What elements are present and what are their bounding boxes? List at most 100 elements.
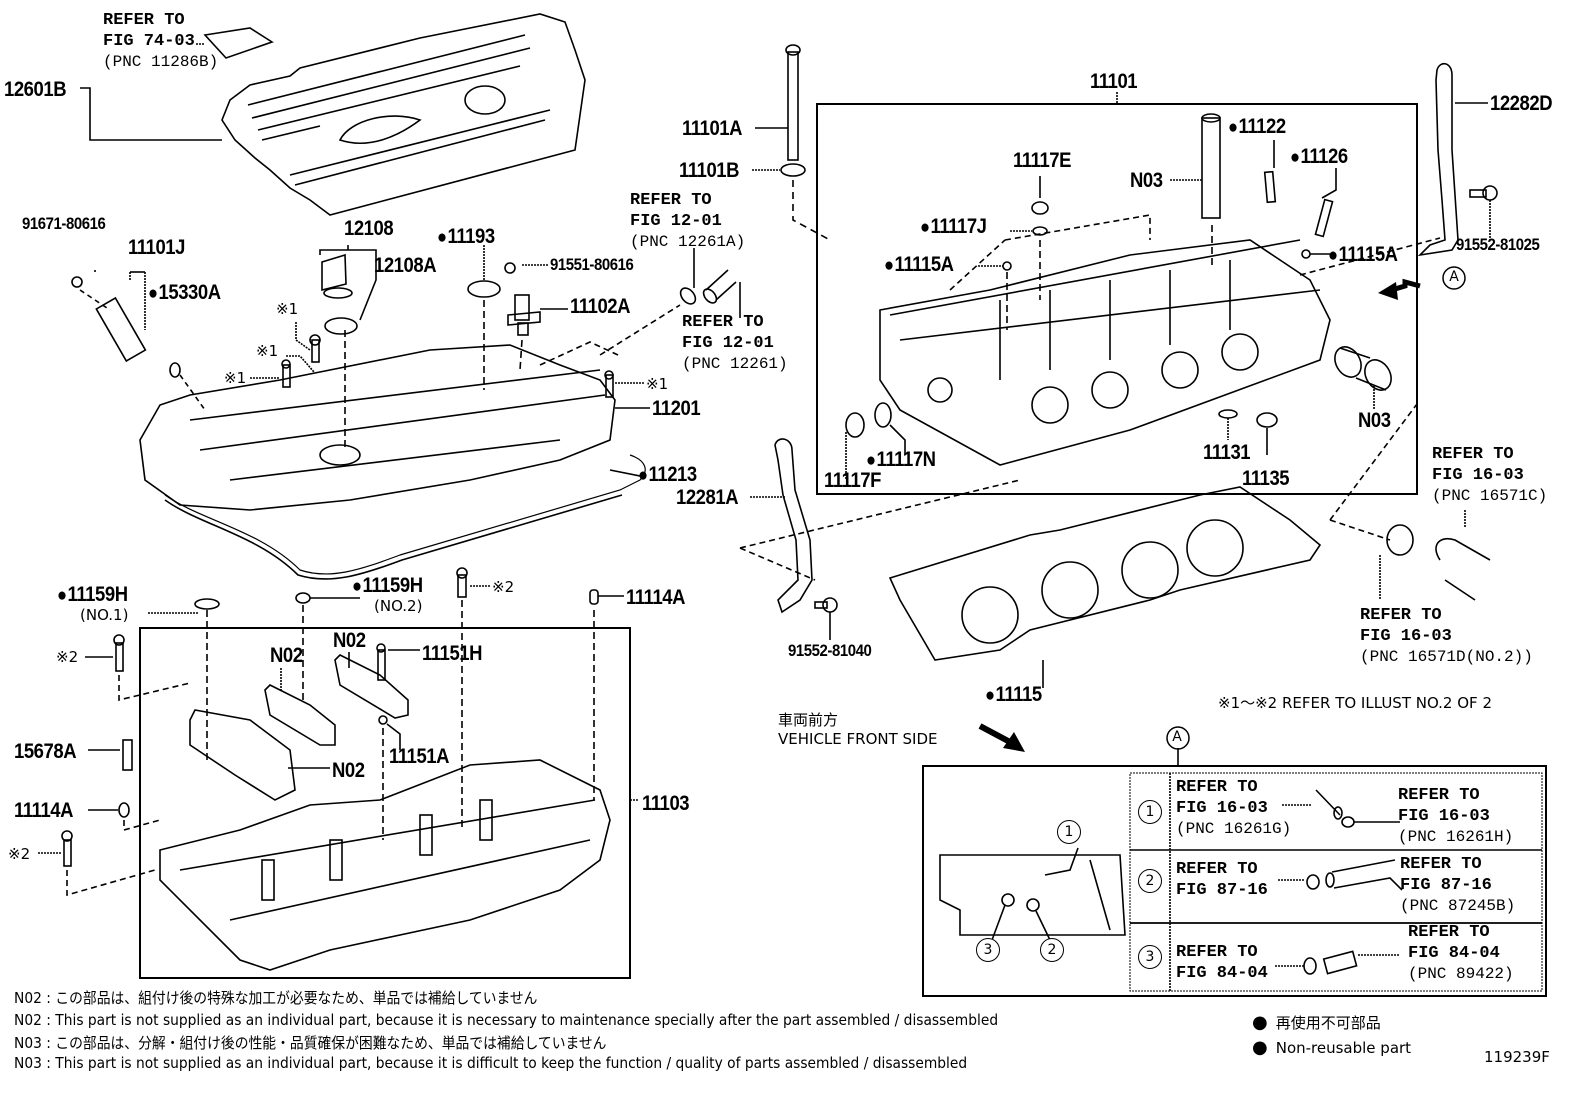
part-label-11201[interactable]: 11201: [652, 397, 701, 420]
valve-cover-drawing: [139, 344, 646, 580]
part-label-91671-80616[interactable]: 91671-80616: [22, 214, 106, 233]
part-label-11101[interactable]: 11101: [1090, 70, 1138, 93]
ref-line2: FIG 87-16: [1176, 881, 1268, 900]
part-label-11159H-no2[interactable]: 11159H: [352, 575, 424, 596]
part-label-11102A[interactable]: 11102A: [570, 295, 631, 318]
part-label-11151H[interactable]: 11151H: [422, 642, 483, 665]
detail-A-row-1-right-ref[interactable]: REFER TO FIG 16-03 (PNC 16261H): [1398, 785, 1513, 848]
part-label-11115A-right[interactable]: 11115A: [1328, 244, 1398, 265]
part-label-N03-sleeve[interactable]: N03: [1358, 409, 1391, 432]
part-label-91551-80616[interactable]: 91551-80616: [550, 255, 634, 274]
part-label-N02-right[interactable]: N02: [333, 629, 366, 652]
part-label-11126[interactable]: 11126: [1290, 146, 1349, 167]
part-label-11115[interactable]: 11115: [985, 684, 1043, 705]
non-reusable-dot-icon: ●: [1252, 1012, 1268, 1033]
part-label-11117N[interactable]: 11117N: [866, 449, 936, 470]
ref-line2: FIG 16-03: [1360, 627, 1452, 646]
ref-pnc: (PNC 12261A): [630, 233, 746, 251]
bracket-12282D-drawing: [1417, 62, 1498, 257]
legend-text: 再使用不可部品: [1275, 1014, 1381, 1032]
part-label-11101B[interactable]: 11101B: [679, 159, 740, 182]
detail-A-row-3-right-ref[interactable]: REFER TO FIG 84-04 (PNC 89422): [1408, 922, 1514, 985]
detail-A-row-3-left-ref[interactable]: REFER TO FIG 84-04: [1176, 942, 1268, 984]
n02-caps-drawing: [189, 654, 409, 801]
part-label-N02-left[interactable]: N02: [332, 759, 365, 782]
part-label-11117J[interactable]: 11117J: [920, 216, 987, 237]
part-label-11115A-left[interactable]: 11115A: [884, 254, 954, 275]
ref-line2: FIG 12-01: [682, 334, 774, 353]
part-label-N03-tube[interactable]: N03: [1130, 169, 1163, 192]
ref-line1: REFER TO: [1360, 606, 1442, 625]
part-label-91552-81040[interactable]: 91552-81040: [788, 641, 872, 660]
legend-non-reusable-jp: ● 再使用不可部品: [1252, 1012, 1381, 1033]
part-label-11114A-top[interactable]: 11114A: [626, 586, 686, 609]
part-label-91552-81025[interactable]: 91552-81025: [1456, 235, 1540, 254]
note-n03-en: N03 : This part is not supplied as an in…: [14, 1054, 968, 1072]
detail-A-row-2-right-ref[interactable]: REFER TO FIG 87-16 (PNC 87245B): [1400, 854, 1515, 917]
part-label-11117F[interactable]: 11117F: [824, 469, 881, 492]
ref-pnc: (PNC 12261): [682, 355, 788, 373]
part-label-11193[interactable]: 11193: [437, 226, 496, 247]
vehicle-front-jp: 車両前方: [778, 711, 839, 729]
part-sub-no2: (NO.2): [374, 597, 423, 615]
part-label-15330A[interactable]: 15330A: [148, 282, 222, 303]
detail-A-row-2-left-ref[interactable]: REFER TO FIG 87-16: [1176, 859, 1268, 901]
legend-text: Non-reusable part: [1275, 1039, 1412, 1057]
part-label-11135[interactable]: 11135: [1242, 467, 1290, 490]
ref-line1: REFER TO: [1176, 860, 1258, 879]
non-reusable-dot-icon: ●: [1252, 1037, 1268, 1058]
part-label-11131[interactable]: 11131: [1203, 441, 1251, 464]
hose-clamp-fig16: [1386, 524, 1491, 601]
part-label-11159H-no1[interactable]: 11159H: [57, 584, 129, 605]
part-label-11114A-left[interactable]: 11114A: [14, 799, 74, 822]
head-gasket-drawing: [888, 486, 1322, 661]
ref-pnc: (PNC 11286B): [103, 53, 219, 71]
detail-A-row-1-left-ref[interactable]: REFER TO FIG 16-03 (PNC 16261G): [1176, 777, 1291, 840]
part-label-11101J[interactable]: 11101J: [128, 236, 185, 259]
part-label-12282D[interactable]: 12282D: [1490, 92, 1553, 115]
part-label-12108[interactable]: 12108: [344, 217, 394, 240]
ref-fig-16-03-d[interactable]: REFER TO FIG 16-03 (PNC 16571D(NO.2)): [1360, 605, 1533, 668]
ref-line1: REFER TO: [1398, 786, 1480, 805]
mark1-label: ※1: [646, 375, 669, 393]
ref-pnc: (PNC 89422): [1408, 965, 1514, 983]
ref-line1: REFER TO: [682, 313, 764, 332]
ref-line1: REFER TO: [1432, 445, 1514, 464]
ref-line1: REFER TO: [630, 191, 712, 210]
ref-fig-12-01-a[interactable]: REFER TO FIG 12-01 (PNC 12261A): [630, 190, 745, 253]
part-label-11117E[interactable]: 11117E: [1013, 149, 1072, 172]
note-n02-jp: N02 : この部品は、組付け後の特殊な加工が必要なため、単品では補給していませ…: [14, 989, 538, 1007]
ref-fig-16-03-c[interactable]: REFER TO FIG 16-03 (PNC 16571C): [1432, 444, 1547, 507]
note-n02-en: N02 : This part is not supplied as an in…: [14, 1011, 999, 1029]
head-bolt-drawing: [780, 44, 806, 177]
part-label-N02-middle[interactable]: N02: [270, 644, 303, 667]
cylinder-head-box: [816, 103, 1418, 495]
mark2-label: ※2: [492, 578, 515, 596]
ref-line1: REFER TO: [1400, 855, 1482, 874]
part-label-12281A[interactable]: 12281A: [676, 486, 739, 509]
cylinder-head-drawing: [879, 214, 1331, 466]
part-label-11122[interactable]: 11122: [1228, 116, 1287, 137]
part-label-15678A[interactable]: 15678A: [14, 740, 77, 763]
ref-line2: FIG 16-03: [1176, 799, 1268, 818]
detail-A-callout-3: 3: [976, 938, 1000, 962]
vehicle-front-en: VEHICLE FRONT SIDE: [778, 730, 938, 748]
ref-line2: FIG 12-01: [630, 212, 722, 231]
part-label-12601B[interactable]: 12601B: [4, 78, 67, 101]
engine-cover-drawing: [203, 13, 586, 216]
n03-sleeve-drawing: [1334, 346, 1392, 391]
ocv-drawing: [71, 276, 181, 378]
part-label-12108A[interactable]: 12108A: [374, 254, 437, 277]
ref-pnc: (PNC 16261H): [1398, 828, 1514, 846]
part-label-11103[interactable]: 11103: [642, 792, 690, 815]
part-label-11151A[interactable]: 11151A: [389, 745, 450, 768]
detail-A-title: A: [1172, 729, 1182, 745]
seal-11193: [467, 280, 501, 298]
part-label-11101A[interactable]: 11101A: [682, 117, 743, 140]
detail-A-box: [922, 765, 1547, 997]
ref-fig-74-03[interactable]: REFER TO FIG 74-03 (PNC 11286B): [103, 10, 218, 73]
part-label-11213[interactable]: 11213: [638, 464, 698, 485]
cam-sensor-drawing: [504, 262, 541, 336]
ref-fig-12-01-b[interactable]: REFER TO FIG 12-01 (PNC 12261): [682, 312, 788, 375]
